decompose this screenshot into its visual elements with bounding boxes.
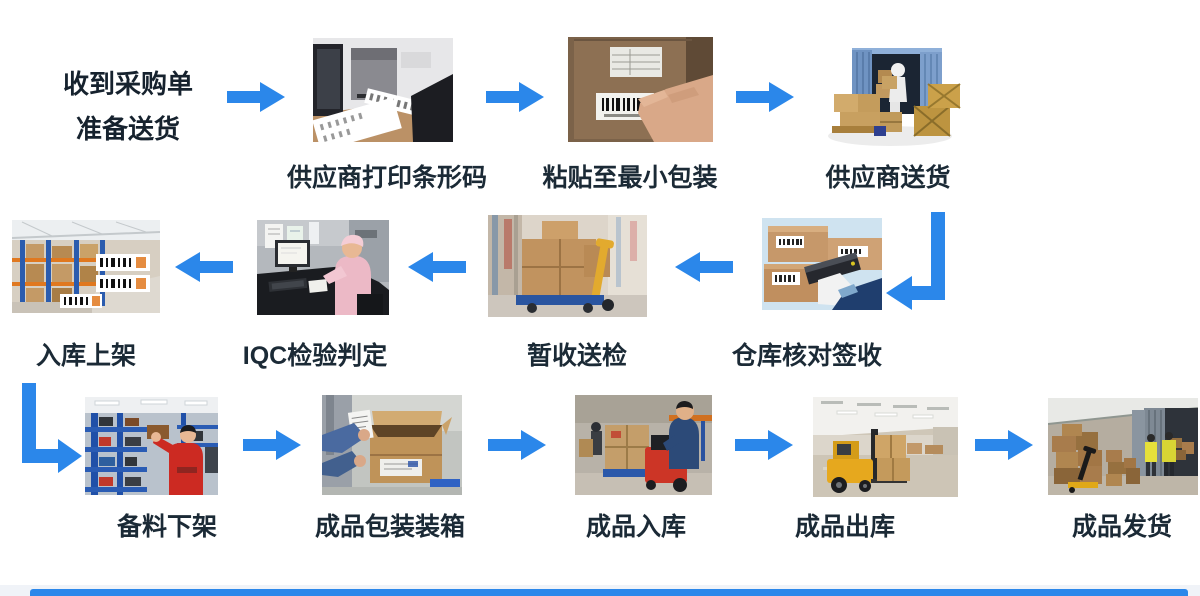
arrow-right-icon [735,430,793,460]
step-label: 成品出库 [794,513,895,541]
step-label: 暂收送检 [526,342,627,370]
step-label: 粘贴至最小包装 [542,164,718,192]
photo-apply-label [568,37,713,142]
photo-packing-carton [322,395,462,495]
arrow-left-icon [408,252,466,282]
photo-supplier-delivery [818,28,963,152]
step-label: 成品发货 [1071,513,1172,541]
step-label: 供应商打印条形码 [286,164,487,192]
photo-iqc-inspection [257,220,389,315]
photo-finished-goods-inbound [575,395,712,495]
step-label: IQC检验判定 [242,342,388,370]
arrow-right-icon [486,82,544,112]
step-label: 供应商送货 [825,164,951,192]
step-label: 备料下架 [116,513,217,541]
start-note-line2: 准备送货 [75,114,180,144]
photo-putaway-racking [12,220,160,313]
arrow-right-icon [975,430,1033,460]
footer-bar [30,589,1188,596]
elbow-arrow-down-left-icon [880,212,950,312]
elbow-arrow-down-right-icon [16,383,88,479]
step-label: 入库上架 [35,342,136,370]
step-label: 成品包装装箱 [314,513,465,541]
step-label: 仓库核对签收 [731,342,882,370]
photo-finished-goods-outbound [813,397,958,497]
start-note: 收到采购单 准备送货 [30,62,226,152]
step-label: 成品入库 [585,513,686,541]
start-note-line1: 收到采购单 [62,69,193,99]
arrow-left-icon [175,252,233,282]
photo-scan-verify [762,218,882,310]
arrow-right-icon [227,82,285,112]
photo-finished-goods-shipping [1048,398,1198,495]
photo-material-picking [85,397,218,495]
arrow-left-icon [675,252,733,282]
photo-print-barcodes [313,38,453,142]
arrow-right-icon [736,82,794,112]
arrow-right-icon [488,430,546,460]
photo-temporary-receiving [488,215,647,317]
arrow-right-icon [243,430,301,460]
